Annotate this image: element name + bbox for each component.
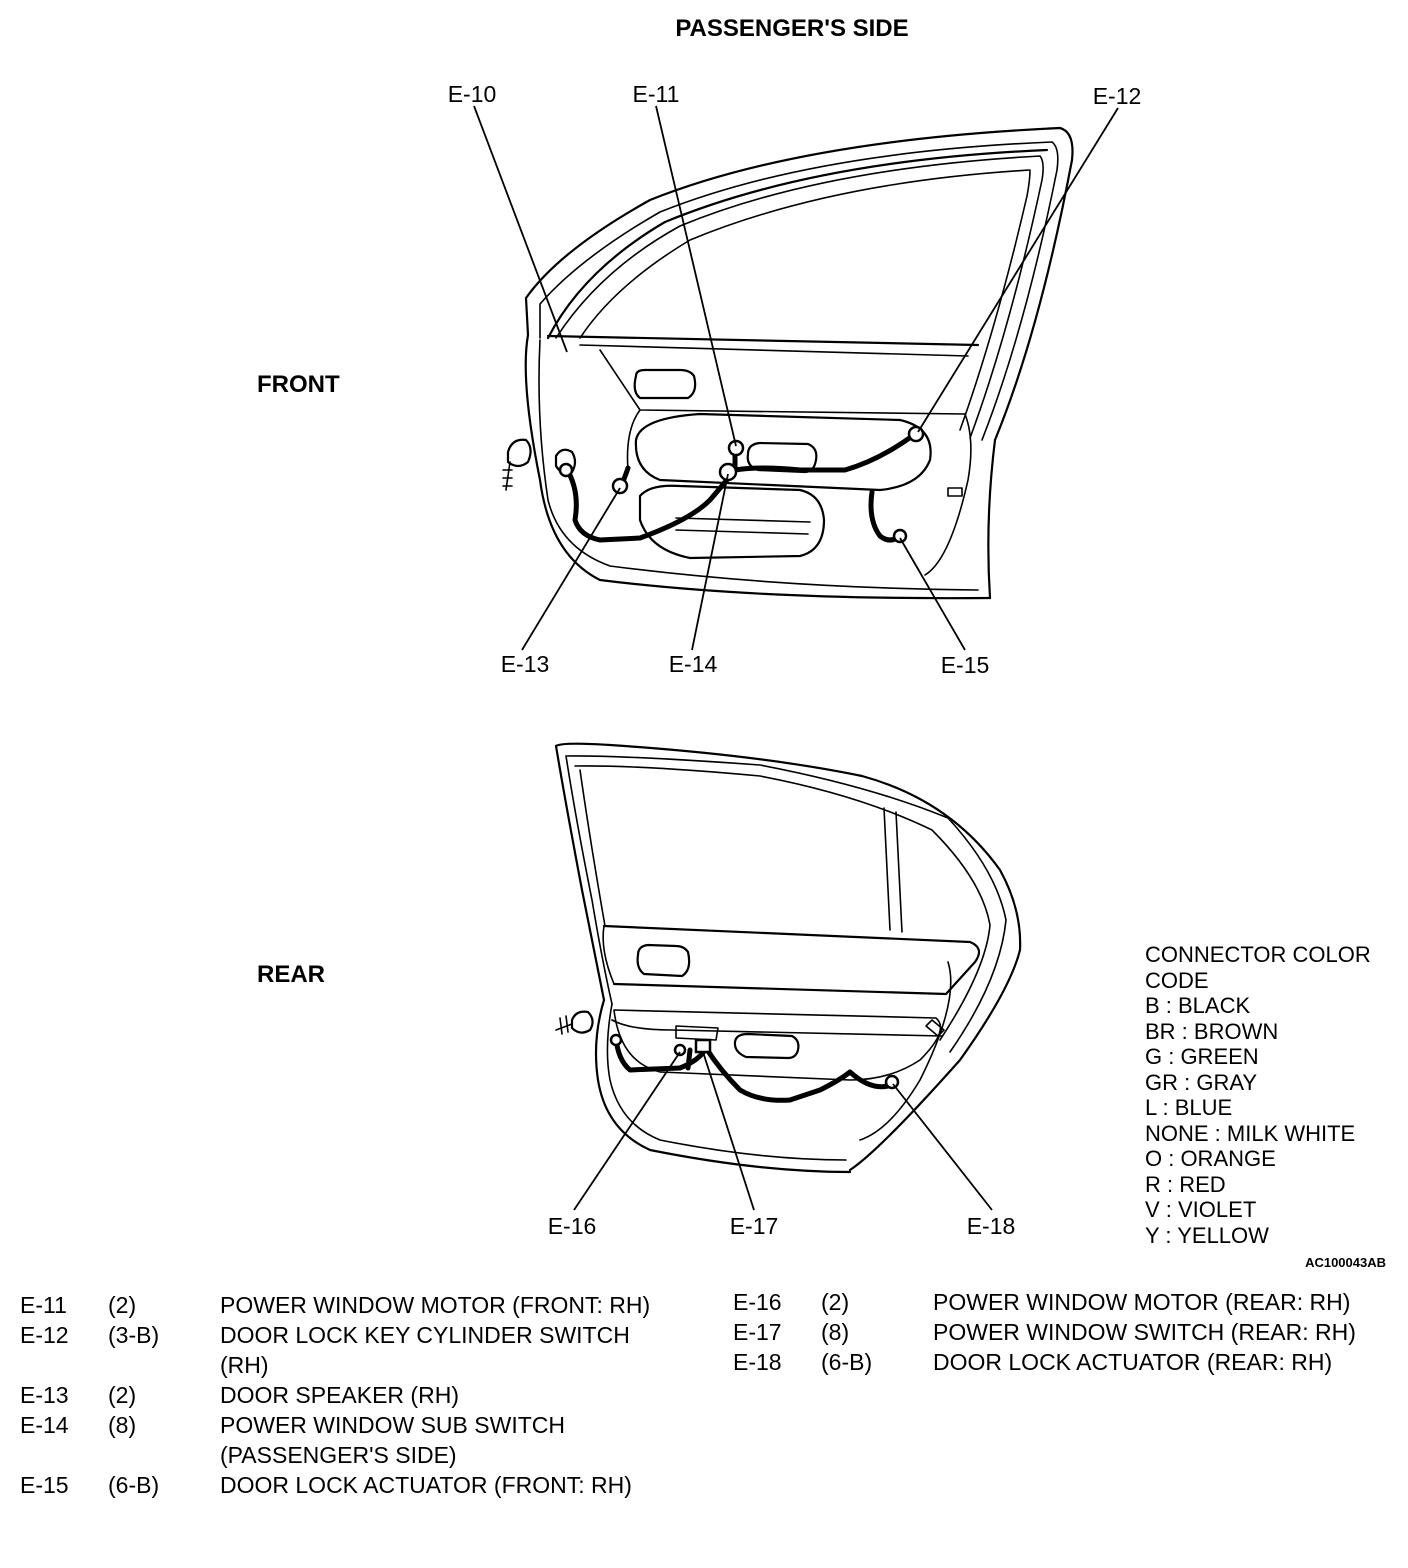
connector-pins: (2) — [108, 1382, 137, 1408]
connector-id: E-13 — [20, 1382, 69, 1408]
connector-description: POWER WINDOW SWITCH (REAR: RH) — [933, 1319, 1356, 1345]
figure-code: AC100043AB — [1305, 1255, 1386, 1270]
connector-row-e11: E-11 (2) POWER WINDOW MOTOR (FRONT: RH) — [20, 1290, 700, 1320]
rear-door-illustration — [554, 742, 1022, 1211]
connector-description: DOOR LOCK KEY CYLINDER SWITCH (RH) — [220, 1322, 630, 1378]
connector-id: E-17 — [733, 1319, 782, 1345]
connector-pins: (8) — [821, 1319, 850, 1345]
connector-row-e15: E-15 (6-B) DOOR LOCK ACTUATOR (FRONT: RH… — [20, 1470, 700, 1500]
connector-color-legend: CONNECTOR COLOR CODE B : BLACK BR : BROW… — [1145, 942, 1395, 1248]
callout-e17: E-17 — [730, 1213, 779, 1239]
legend-entry: BR : BROWN — [1145, 1018, 1279, 1044]
connector-row-e13: E-13 (2) DOOR SPEAKER (RH) — [20, 1380, 700, 1410]
rear-view-label: REAR — [257, 961, 325, 988]
legend-entry: V : VIOLET — [1145, 1197, 1257, 1222]
connector-id: E-14 — [20, 1412, 69, 1438]
connector-description: POWER WINDOW MOTOR (REAR: RH) — [933, 1289, 1351, 1315]
connector-pins: (6-B) — [108, 1472, 160, 1498]
connector-pins: (2) — [108, 1292, 137, 1318]
connector-description: POWER WINDOW SUB SWITCH (PASSENGER'S SID… — [220, 1412, 565, 1468]
connector-row-e12: E-12 (3-B) DOOR LOCK KEY CYLINDER SWITCH… — [20, 1320, 700, 1380]
connector-description: POWER WINDOW MOTOR (FRONT: RH) — [220, 1292, 651, 1318]
callout-e15: E-15 — [941, 652, 990, 678]
front-view-label: FRONT — [257, 371, 340, 398]
connector-id: E-11 — [20, 1292, 67, 1318]
callout-e18: E-18 — [967, 1213, 1016, 1239]
front-door-illustration — [473, 105, 1119, 651]
connector-id: E-16 — [733, 1289, 782, 1315]
connector-pins: (8) — [108, 1412, 137, 1438]
legend-entry: Y : YELLOW — [1145, 1222, 1269, 1248]
legend-entry: G : GREEN — [1145, 1044, 1259, 1069]
connector-id: E-15 — [20, 1472, 69, 1498]
connector-description: DOOR SPEAKER (RH) — [220, 1382, 459, 1408]
connector-row-e16: E-16 (2) POWER WINDOW MOTOR (REAR: RH) — [733, 1287, 1393, 1317]
connector-row-e17: E-17 (8) POWER WINDOW SWITCH (REAR: RH) — [733, 1317, 1393, 1347]
callout-e12: E-12 — [1093, 83, 1142, 109]
diagram-title: PASSENGER'S SIDE — [675, 15, 908, 42]
legend-entry: B : BLACK — [1145, 993, 1251, 1018]
legend-heading-line1: CONNECTOR COLOR — [1145, 942, 1371, 967]
callout-e11: E-11 — [633, 81, 680, 107]
legend-entry: L : BLUE — [1145, 1095, 1233, 1120]
connector-pins: (2) — [821, 1289, 850, 1315]
connector-description: DOOR LOCK ACTUATOR (REAR: RH) — [933, 1349, 1333, 1375]
legend-entry: GR : GRAY — [1145, 1069, 1258, 1095]
legend-heading-line2: CODE — [1145, 967, 1209, 993]
legend-entry: O : ORANGE — [1145, 1146, 1276, 1171]
legend-entry: NONE : MILK WHITE — [1145, 1120, 1356, 1146]
legend-entry: R : RED — [1145, 1171, 1226, 1197]
callout-e16: E-16 — [548, 1213, 597, 1239]
connector-list-left: E-11 (2) POWER WINDOW MOTOR (FRONT: RH) … — [20, 1290, 700, 1500]
connector-row-e14: E-14 (8) POWER WINDOW SUB SWITCH (PASSEN… — [20, 1410, 700, 1470]
connector-row-e18: E-18 (6-B) DOOR LOCK ACTUATOR (REAR: RH) — [733, 1347, 1393, 1377]
connector-pins: (3-B) — [108, 1322, 160, 1348]
connector-id: E-12 — [20, 1322, 69, 1348]
connector-list-right: E-16 (2) POWER WINDOW MOTOR (REAR: RH) E… — [733, 1287, 1393, 1377]
wiring-diagram: PASSENGER'S SIDE FRONT REAR — [257, 15, 1386, 1270]
callout-e10: E-10 — [448, 81, 497, 107]
callout-e13: E-13 — [501, 651, 550, 677]
connector-pins: (6-B) — [821, 1349, 873, 1375]
connector-id: E-18 — [733, 1349, 782, 1375]
connector-description: DOOR LOCK ACTUATOR (FRONT: RH) — [220, 1472, 632, 1498]
callout-e14: E-14 — [669, 651, 718, 677]
